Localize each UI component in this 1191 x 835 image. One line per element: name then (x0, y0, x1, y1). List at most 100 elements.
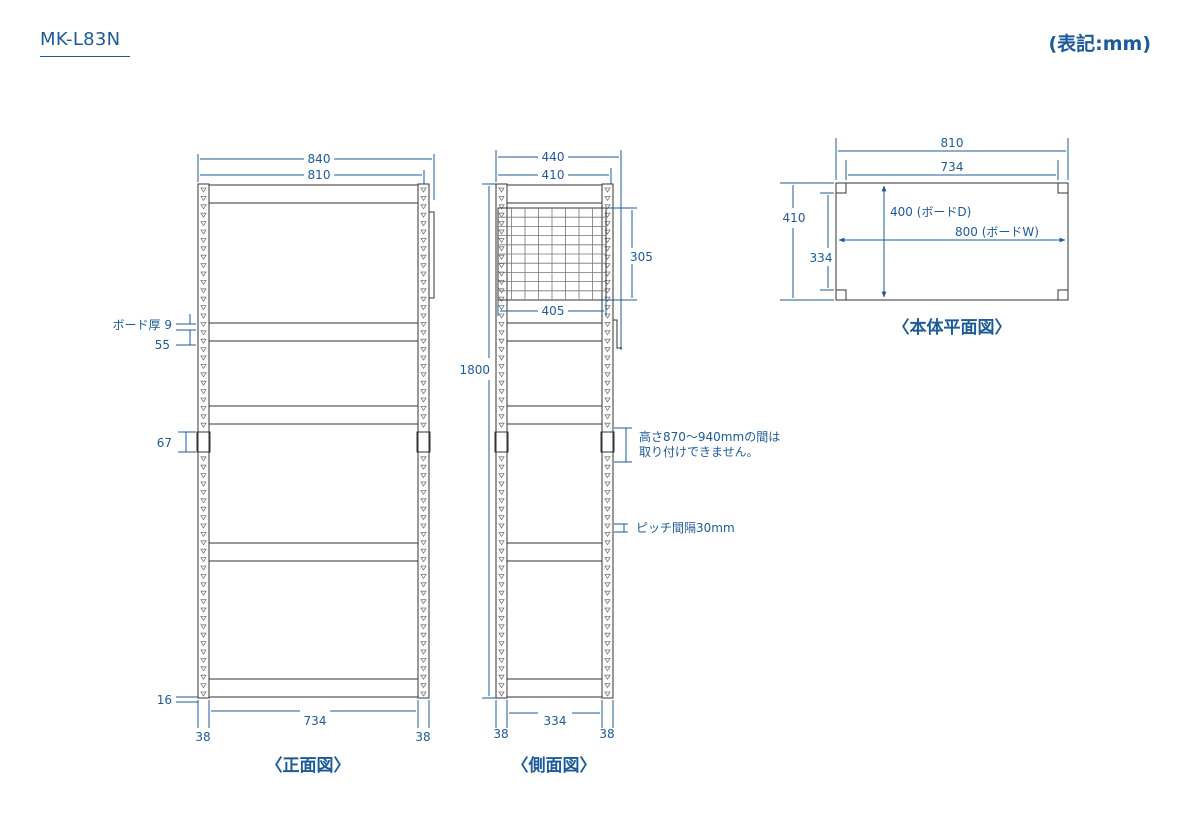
post-hole (200, 565, 207, 571)
post-hole (604, 506, 611, 512)
post-hole (200, 296, 207, 302)
post-hole (200, 464, 207, 470)
post-hole (420, 380, 427, 386)
post-hole (604, 364, 611, 370)
post-hole (420, 204, 427, 210)
front-shelf-4 (208, 542, 419, 562)
post-hole (200, 607, 207, 613)
post-hole (498, 481, 505, 487)
post-hole (200, 490, 207, 496)
post-hole (604, 641, 611, 647)
post-hole (604, 338, 611, 344)
post-hole (604, 523, 611, 529)
post-hole (604, 590, 611, 596)
plan-board-w: 800 (ボードW) (955, 225, 1039, 239)
post-hole (604, 574, 611, 580)
plan-width-inner: 734 (941, 160, 964, 174)
post-hole (498, 473, 505, 479)
post-hole (420, 389, 427, 395)
post-hole (420, 364, 427, 370)
post-hole (604, 187, 611, 193)
post-hole (604, 557, 611, 563)
post-hole (498, 338, 505, 344)
post-hole (420, 473, 427, 479)
post-hole (420, 590, 427, 596)
post-hole (498, 280, 505, 286)
post-hole (200, 548, 207, 554)
post-hole (200, 582, 207, 588)
post-hole (420, 649, 427, 655)
plan-view-title: 〈本体平面図〉 (893, 317, 1012, 338)
post-hole (200, 649, 207, 655)
post-hole (420, 372, 427, 378)
post-hole (498, 187, 505, 193)
post-hole (604, 347, 611, 353)
post-hole (420, 674, 427, 680)
side-left-post (495, 183, 508, 699)
post-hole (498, 607, 505, 613)
post-hole (498, 624, 505, 630)
post-hole (604, 616, 611, 622)
front-dim-734: 734 (304, 714, 327, 728)
post-hole (200, 590, 207, 596)
post-hole (498, 641, 505, 647)
post-hole (420, 540, 427, 546)
side-post-right: 38 (599, 727, 614, 741)
post-hole (420, 490, 427, 496)
post-hole (604, 515, 611, 521)
post-hole (498, 632, 505, 638)
side-post-left: 38 (493, 727, 508, 741)
post-hole (420, 422, 427, 428)
post-hole (200, 406, 207, 412)
post-hole (604, 498, 611, 504)
post-hole (420, 456, 427, 462)
post-hole (420, 414, 427, 420)
post-hole (420, 280, 427, 286)
post-hole (604, 582, 611, 588)
model-underline (40, 56, 130, 57)
post-hole (420, 271, 427, 277)
post-hole (420, 683, 427, 689)
post-hole (498, 557, 505, 563)
side-width-inner: 410 (542, 168, 565, 182)
post-hole (420, 641, 427, 647)
post-hole (420, 574, 427, 580)
post-hole (604, 666, 611, 672)
post-hole (420, 238, 427, 244)
post-hole (420, 313, 427, 319)
side-dim-334: 334 (544, 714, 567, 728)
post-hole (498, 590, 505, 596)
post-hole (420, 666, 427, 672)
post-hole (200, 355, 207, 361)
post-hole (498, 347, 505, 353)
post-hole (200, 599, 207, 605)
post-hole (200, 515, 207, 521)
post-hole (200, 196, 207, 202)
plan-depth-overall: 410 (783, 211, 806, 225)
post-hole (200, 616, 207, 622)
post-hole (604, 330, 611, 336)
post-hole (498, 548, 505, 554)
front-post-right: 38 (415, 730, 430, 744)
post-hole (498, 691, 505, 697)
post-hole (498, 372, 505, 378)
post-hole (420, 506, 427, 512)
post-hole (200, 229, 207, 235)
post-hole (420, 305, 427, 311)
front-width-overall: 840 (308, 152, 331, 166)
post-hole (604, 414, 611, 420)
plan-board-d: 400 (ボードD) (890, 205, 971, 219)
side-pitch: ピッチ間隔30mm (636, 521, 735, 535)
post-hole (498, 238, 505, 244)
post-hole (200, 523, 207, 529)
post-hole (420, 532, 427, 538)
post-hole (420, 355, 427, 361)
post-hole (200, 338, 207, 344)
post-hole (200, 313, 207, 319)
post-hole (604, 422, 611, 428)
front-view-title: 〈正面図〉 (266, 755, 351, 776)
post-hole (420, 523, 427, 529)
post-hole (498, 221, 505, 227)
side-note-line2: 取り付けできません。 (639, 445, 759, 459)
plan-width-overall: 810 (941, 136, 964, 150)
